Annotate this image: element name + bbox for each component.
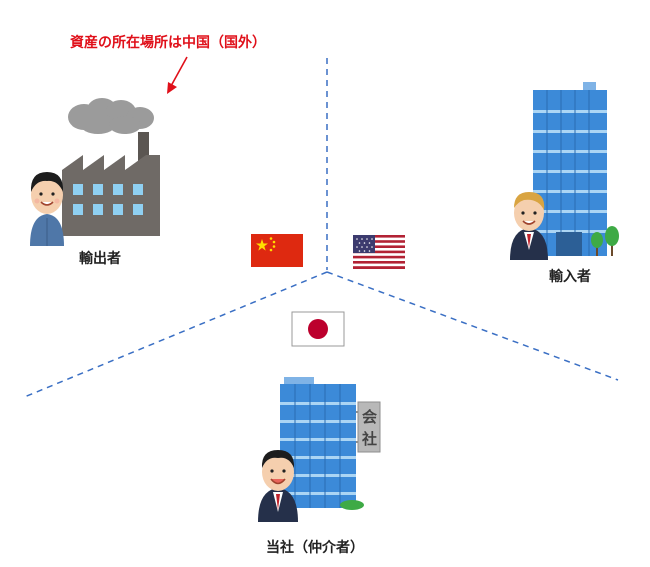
importer-label: 輸入者	[549, 269, 591, 285]
factory-worker-icon	[30, 98, 160, 246]
annotation-arrow	[167, 56, 188, 94]
japan-flag-icon	[291, 311, 345, 347]
company-building-businessman-icon	[258, 377, 381, 522]
company-label: 当社（仲介者）	[266, 540, 364, 556]
region-dividers	[21, 58, 619, 399]
company-sign-char-2: 社	[362, 430, 378, 448]
china-flag-icon	[251, 234, 303, 267]
exporter-label: 輸出者	[79, 251, 121, 267]
company-sign-char-1: 会	[362, 408, 378, 426]
divider-left	[21, 271, 328, 399]
location-annotation: 資産の所在場所は中国（国外）	[70, 35, 266, 51]
usa-flag-icon	[353, 235, 405, 269]
office-building-businessman-icon	[510, 82, 619, 260]
divider-right	[326, 271, 619, 381]
